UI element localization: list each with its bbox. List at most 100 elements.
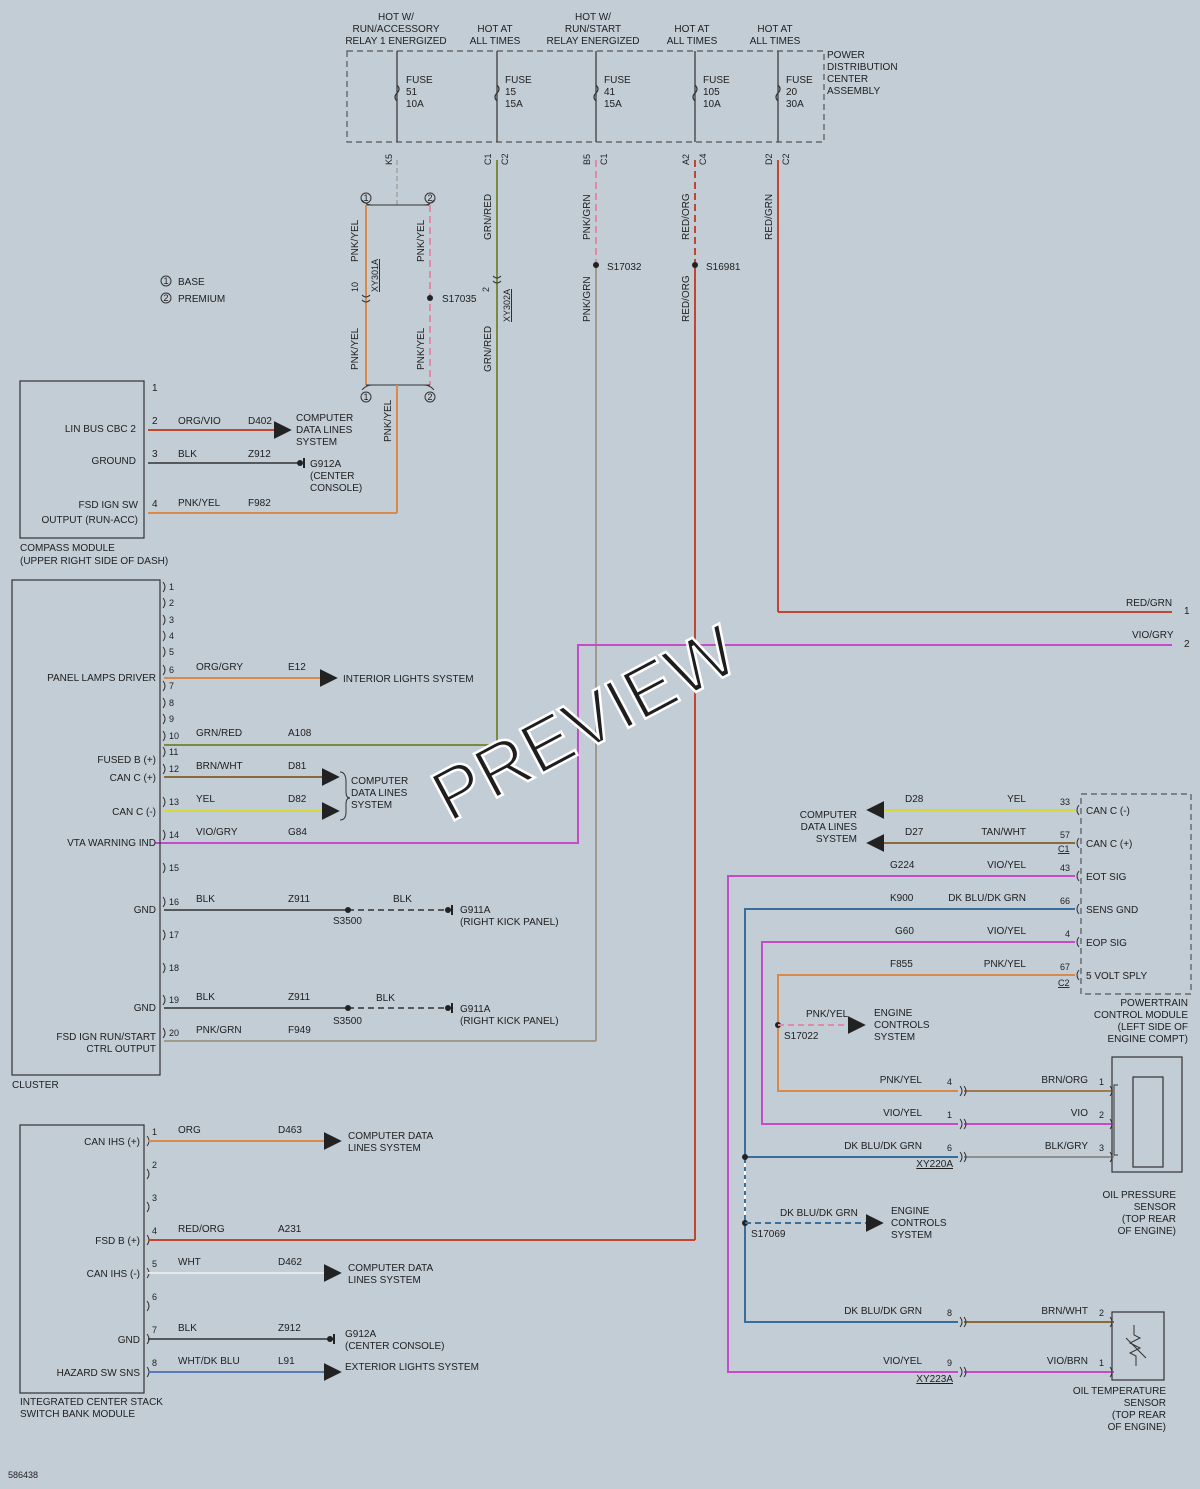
svg-text:(TOP REAR: (TOP REAR [1112, 1410, 1166, 1421]
svg-text:ALL TIMES: ALL TIMES [750, 36, 801, 47]
svg-text:S17069: S17069 [751, 1229, 786, 1240]
svg-text:VIO/YEL: VIO/YEL [987, 926, 1026, 937]
svg-text:GND: GND [134, 905, 156, 916]
svg-text:ENGINE: ENGINE [891, 1206, 930, 1217]
svg-text:G911A: G911A [460, 1004, 491, 1015]
svg-text:GRN/RED: GRN/RED [483, 194, 494, 240]
svg-text:FSD IGN RUN/START: FSD IGN RUN/START [56, 1032, 156, 1043]
svg-text:3: 3 [152, 1193, 157, 1203]
svg-text:2: 2 [481, 287, 491, 292]
svg-text:TAN/WHT: TAN/WHT [981, 827, 1026, 838]
svg-text:SWITCH BANK MODULE: SWITCH BANK MODULE [20, 1409, 135, 1420]
svg-text:D27: D27 [905, 827, 924, 838]
svg-text:FSD IGN SW: FSD IGN SW [79, 500, 139, 511]
svg-text:LINES SYSTEM: LINES SYSTEM [348, 1275, 421, 1286]
svg-text:PNK/YEL: PNK/YEL [350, 327, 361, 370]
svg-text:30A: 30A [786, 99, 804, 110]
svg-text:2: 2 [1099, 1110, 1104, 1120]
svg-text:4: 4 [152, 1226, 157, 1236]
svg-text:D462: D462 [278, 1257, 302, 1268]
svg-text:ALL TIMES: ALL TIMES [667, 36, 718, 47]
svg-text:DK BLU/DK GRN: DK BLU/DK GRN [844, 1141, 922, 1152]
svg-text:XY302A: XY302A [502, 289, 512, 322]
svg-text:C1: C1 [599, 153, 609, 165]
svg-text:ASSEMBLY: ASSEMBLY [827, 86, 880, 97]
pdc-name: POWER DISTRIBUTION CENTER ASSEMBLY [827, 50, 898, 97]
svg-text:2: 2 [1099, 1308, 1104, 1318]
icsb-module [19, 1124, 145, 1394]
svg-text:33: 33 [1060, 797, 1070, 807]
svg-text:CONSOLE): CONSOLE) [310, 483, 362, 494]
svg-text:12: 12 [169, 764, 179, 774]
svg-text:SYSTEM: SYSTEM [296, 437, 337, 448]
svg-text:C2: C2 [781, 153, 791, 165]
svg-text:LINES SYSTEM: LINES SYSTEM [348, 1143, 421, 1154]
svg-text:SYSTEM: SYSTEM [351, 800, 392, 811]
svg-text:A231: A231 [278, 1224, 302, 1235]
svg-text:YEL: YEL [1007, 794, 1026, 805]
svg-text:B5: B5 [582, 154, 592, 165]
svg-text:A2: A2 [681, 154, 691, 165]
svg-text:PNK/YEL: PNK/YEL [383, 399, 394, 442]
svg-text:E12: E12 [288, 662, 306, 673]
svg-text:15A: 15A [604, 99, 622, 110]
svg-text:GROUND: GROUND [92, 456, 136, 467]
svg-text:C2: C2 [1058, 978, 1070, 988]
svg-text:14: 14 [169, 830, 179, 840]
fuse-51: HOT W/ RUN/ACCESSORY RELAY 1 ENERGIZED [345, 12, 446, 47]
svg-text:6: 6 [947, 1143, 952, 1153]
svg-text:1: 1 [1099, 1358, 1104, 1368]
svg-text:ORG/VIO: ORG/VIO [178, 416, 221, 427]
svg-text:COMPUTER DATA: COMPUTER DATA [348, 1131, 434, 1142]
icsb-pin: 2 [146, 1160, 157, 1180]
cluster-pin: 2 [162, 597, 174, 609]
svg-text:DATA LINES: DATA LINES [296, 425, 353, 436]
svg-text:D463: D463 [278, 1125, 302, 1136]
svg-text:1: 1 [152, 1127, 157, 1137]
svg-text:4: 4 [947, 1077, 952, 1087]
svg-text:OF ENGINE): OF ENGINE) [1118, 1226, 1176, 1237]
svg-text:20: 20 [786, 87, 798, 98]
svg-text:WHT: WHT [178, 1257, 201, 1268]
svg-text:2: 2 [169, 598, 174, 608]
svg-text:(TOP REAR: (TOP REAR [1122, 1214, 1176, 1225]
svg-text:RED/GRN: RED/GRN [1126, 598, 1172, 609]
svg-text:BRN/ORG: BRN/ORG [1041, 1075, 1088, 1086]
svg-text:FUSE: FUSE [703, 75, 730, 86]
legend: 1 BASE 2 PREMIUM [160, 275, 225, 305]
svg-text:PANEL LAMPS DRIVER: PANEL LAMPS DRIVER [47, 673, 156, 684]
svg-text:S3500: S3500 [333, 1016, 362, 1027]
svg-text:PNK/YEL: PNK/YEL [350, 219, 361, 262]
svg-text:LIN BUS CBC 2: LIN BUS CBC 2 [65, 424, 137, 435]
svg-text:16: 16 [169, 897, 179, 907]
fuse-15: HOT AT ALL TIMES [470, 24, 521, 47]
svg-text:C2: C2 [500, 153, 510, 165]
svg-text:9: 9 [947, 1358, 952, 1368]
svg-text:3: 3 [152, 449, 158, 460]
svg-text:CTRL OUTPUT: CTRL OUTPUT [86, 1044, 156, 1055]
svg-text:L91: L91 [278, 1356, 295, 1367]
svg-text:INTERIOR LIGHTS SYSTEM: INTERIOR LIGHTS SYSTEM [343, 674, 474, 685]
svg-text:D402: D402 [248, 416, 272, 427]
svg-text:PNK/YEL: PNK/YEL [880, 1075, 923, 1086]
svg-text:PNK/GRN: PNK/GRN [582, 276, 593, 322]
svg-text:DISTRIBUTION: DISTRIBUTION [827, 62, 898, 73]
svg-text:7: 7 [169, 681, 174, 691]
svg-text:SENS GND: SENS GND [1086, 905, 1138, 916]
svg-text:G912A: G912A [310, 459, 341, 470]
svg-text:Z912: Z912 [248, 449, 271, 460]
cluster-pin: 1 [162, 581, 174, 593]
svg-text:5 VOLT SPLY: 5 VOLT SPLY [1086, 971, 1147, 982]
svg-text:VIO/YEL: VIO/YEL [883, 1356, 922, 1367]
